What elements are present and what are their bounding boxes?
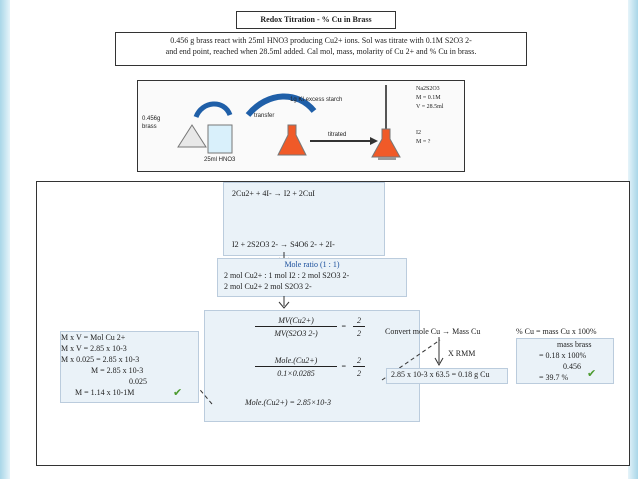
frac2-rhs-numerator: 2 bbox=[353, 355, 365, 367]
slide-right-edge bbox=[628, 0, 638, 479]
frac1-numerator: MV(Cu2+) bbox=[255, 315, 337, 327]
mole-ratio-title: Mole ratio (1 : 1) bbox=[284, 260, 340, 269]
down-arrow-3 bbox=[434, 337, 444, 367]
calculation-panel: MV(Cu2+) MV(S2O3 2-) = 2 2 Mole.(Cu2+) 0… bbox=[204, 310, 420, 422]
question-line-2: and end point, reached when 28.5ml added… bbox=[165, 47, 477, 56]
frac1-rhs-numerator: 2 bbox=[353, 315, 365, 327]
convert-title: Convert mole Cu → Mass Cu bbox=[385, 327, 481, 336]
molarity-line-4: M = 2.85 x 10-3 bbox=[91, 366, 144, 375]
flask-info: I2 M = ? bbox=[416, 129, 430, 147]
frac2-denominator: 0.1×0.0285 bbox=[277, 369, 315, 378]
flask-formula: I2 bbox=[416, 130, 421, 136]
brass-sample bbox=[177, 124, 207, 148]
arrow-1 bbox=[193, 101, 233, 119]
dashed-pointer-convert bbox=[381, 339, 441, 381]
mole-ratio-panel: Mole ratio (1 : 1) 2 mol Cu2+ : 1 mol I2… bbox=[217, 258, 407, 297]
rmm-label: X RMM bbox=[448, 349, 476, 358]
percent-line-4: 0.456 bbox=[563, 362, 581, 371]
ki-label: 1g KI excess starch bbox=[290, 97, 343, 103]
flask-molarity: M = ? bbox=[416, 139, 431, 145]
frac2-numerator: Mole.(Cu2+) bbox=[255, 355, 337, 367]
equation-1: 2Cu2+ + 4I- → I2 + 2CuI bbox=[232, 189, 315, 198]
hno3-label: 25ml HNO3 bbox=[204, 157, 236, 163]
arrow-transfer bbox=[245, 93, 317, 118]
conical-flask-1 bbox=[277, 124, 307, 156]
frac1-rhs-denominator: 2 bbox=[357, 329, 361, 338]
question-line-1: 0.456 g brass react with 25ml HNO3 produ… bbox=[170, 36, 472, 45]
molarity-line-3: M x 0.025 = 2.85 x 10-3 bbox=[61, 355, 140, 364]
burette-formula: Na2S2O3 bbox=[416, 86, 440, 92]
mole-ratio-line-2: 2 mol Cu2+ 2 mol S2O3 2- bbox=[224, 282, 312, 291]
equation-2: I2 + 2S2O3 2- → S4O6 2- + 2I- bbox=[232, 240, 335, 249]
slide-title: Redox Titration - % Cu in Brass bbox=[260, 15, 372, 24]
flask-stand bbox=[378, 157, 396, 160]
percent-line-2: mass brass bbox=[557, 340, 592, 349]
brass-label: 0.456g brass bbox=[142, 116, 161, 130]
mole-ratio-line-1: 2 mol Cu2+ : 1 mol I2 : 2 mol S2O3 2- bbox=[224, 271, 350, 280]
convert-result-panel: 2.85 x 10-3 x 63.5 = 0.18 g Cu bbox=[386, 368, 508, 384]
molarity-line-2: M x V = 2.85 x 10-3 bbox=[61, 344, 127, 353]
molarity-line-5: 0.025 bbox=[129, 377, 147, 386]
molarity-line-6: M = 1.14 x 10-1M bbox=[75, 388, 135, 397]
molarity-panel: M x V = Mol Cu 2+ M x V = 2.85 x 10-3 M … bbox=[60, 331, 199, 403]
apparatus-svg bbox=[177, 85, 401, 160]
check-icon: ✔ bbox=[587, 367, 597, 380]
percent-panel: mass brass = 0.18 x 100% 0.456 = 39.7 % … bbox=[516, 338, 614, 384]
burette-molarity: M = 0.1M bbox=[416, 95, 441, 101]
mole-result: Mole.(Cu2+) = 2.85×10-3 bbox=[245, 398, 331, 407]
titrated-arrowhead bbox=[370, 137, 378, 145]
conical-flask-2 bbox=[371, 128, 401, 158]
check-icon: ✔ bbox=[173, 386, 183, 399]
slide-title-box: Redox Titration - % Cu in Brass bbox=[236, 11, 396, 29]
titrated-label: titrated bbox=[328, 132, 347, 138]
question-box: 0.456 g brass react with 25ml HNO3 produ… bbox=[115, 32, 527, 66]
equation-panel: 2Cu2+ + 4I- → I2 + 2CuI I2 + 2S2O3 2- → … bbox=[223, 182, 385, 256]
molarity-line-1: M x V = Mol Cu 2+ bbox=[61, 333, 126, 342]
convert-result: 2.85 x 10-3 x 63.5 = 0.18 g Cu bbox=[391, 370, 490, 379]
percent-line-5: = 39.7 % bbox=[539, 373, 569, 382]
frac1-denominator: MV(S2O3 2-) bbox=[274, 329, 318, 338]
beaker bbox=[207, 124, 233, 154]
transfer-label: transfer bbox=[254, 113, 275, 119]
percent-line-1: % Cu = mass Cu x 100% bbox=[516, 327, 597, 336]
burette-volume: V = 28.5ml bbox=[416, 104, 444, 110]
frac2-rhs-denominator: 2 bbox=[357, 369, 361, 378]
apparatus-diagram: 0.456g brass 25ml HNO3 transfer 1g KI ex… bbox=[137, 80, 465, 172]
down-arrow-2 bbox=[278, 296, 290, 309]
percent-line-3: = 0.18 x 100% bbox=[539, 351, 587, 360]
slide-left-edge bbox=[0, 0, 10, 479]
burette-info: Na2S2O3 M = 0.1M V = 28.5ml bbox=[416, 85, 443, 112]
